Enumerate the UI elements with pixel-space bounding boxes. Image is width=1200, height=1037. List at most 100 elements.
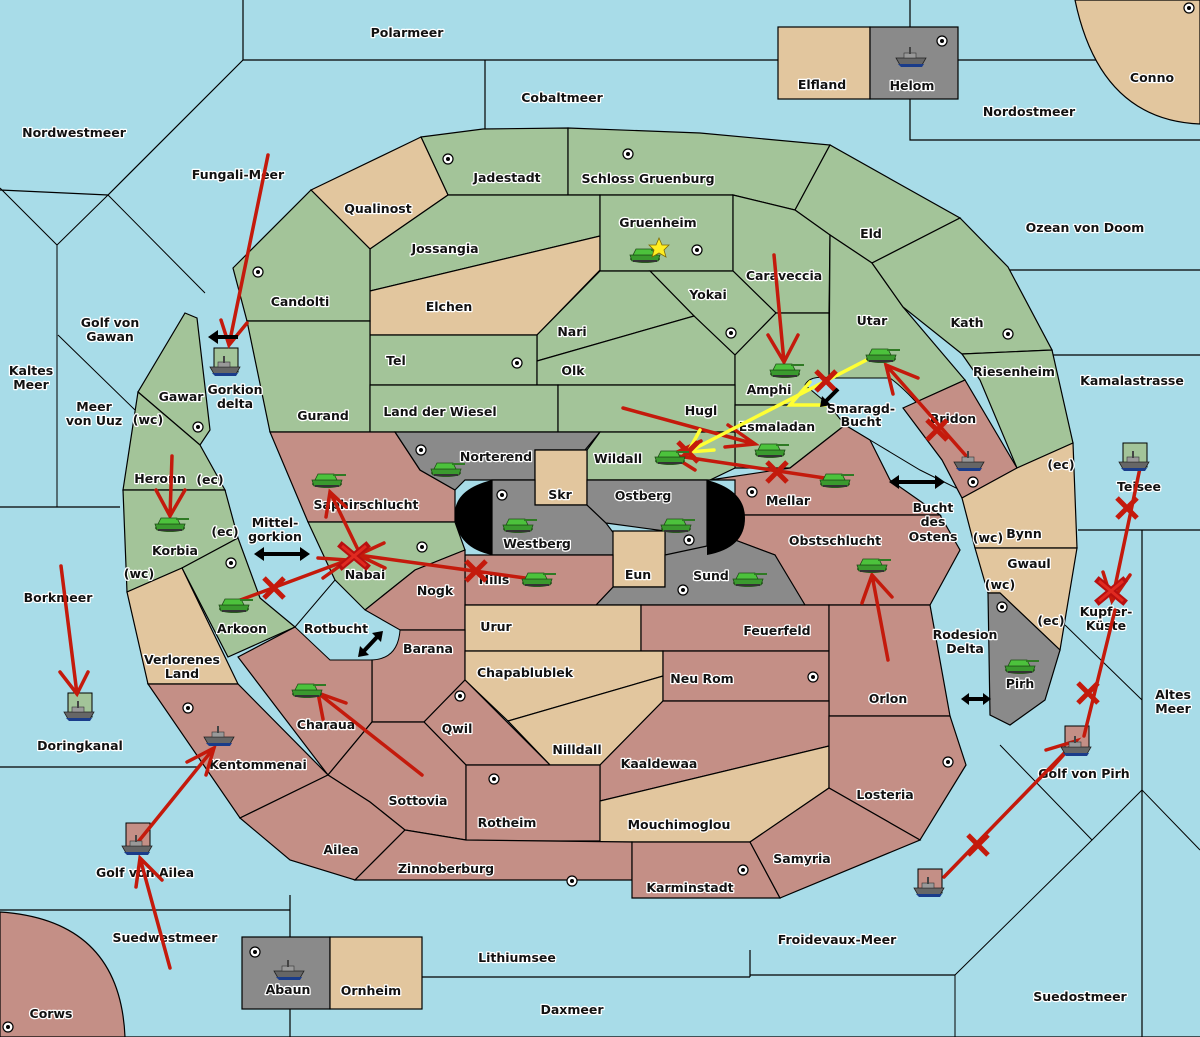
label-nogk: Nogk [417,583,454,598]
supply-center-icon [936,35,948,47]
label-lithiumsee: Lithiumsee [478,950,556,965]
label-riesenheim: Riesenheim [973,364,1055,379]
label-coast-wc: (wc) [124,566,154,581]
order-arrow [219,153,270,349]
supply-center-icon [511,357,523,369]
label-pirh: Pirh [1006,676,1035,691]
label-eun: Eun [625,567,651,582]
label-rotheim: Rotheim [478,815,537,830]
label-altes-meer-2: Meer [1155,701,1191,716]
label-obstschlucht: Obstschlucht [789,533,881,548]
label-mellar: Mellar [766,493,811,508]
label-kupfer-kueste: Kupfer- [1080,604,1133,619]
impassable-east [707,480,745,555]
label-chapablublek: Chapablublek [477,665,574,680]
label-jadestadt: Jadestadt [472,170,540,185]
label-utar: Utar [857,313,889,328]
label-suedwestmeer: Suedwestmeer [113,930,219,945]
label-jossangia: Jossangia [410,241,478,256]
order-arrow [154,454,187,520]
label-wildall: Wildall [594,451,642,466]
label-rodesion-delta: Rodesion [933,627,998,642]
label-hugl: Hugl [685,403,718,418]
province-elfland[interactable] [777,26,871,100]
label-daxmeer: Daxmeer [540,1002,604,1017]
label-polarmeer: Polarmeer [371,25,445,40]
label-kupfer-kueste-2: Küste [1086,618,1126,633]
label-golf-von-gawan-2: Gawan [86,329,134,344]
province-ornheim[interactable] [329,936,423,1010]
label-nabai: Nabai [345,567,386,582]
label-qwil: Qwil [442,721,473,736]
label-mittelgorkion: Mittel- [252,515,299,530]
label-esmaladan: Esmaladan [739,419,815,434]
province-bynn[interactable] [961,442,1078,549]
label-teisee: Teisee [1117,479,1161,494]
label-borkmeer: Borkmeer [24,590,94,605]
province-gruenheim[interactable] [599,194,734,272]
supply-center-icon [566,875,578,887]
label-rodesion-delta-2: Delta [946,641,984,656]
province-corws[interactable] [0,911,126,1037]
label-samyria: Samyria [773,851,831,866]
supply-center-icon [737,864,749,876]
supply-center-icon [691,244,703,256]
arrow-down-left-icon [820,387,840,407]
label-bucht-des-ostens: Bucht [913,500,954,515]
label-corws: Corws [30,1006,73,1021]
label-kaltes-meer: Kaltes [9,363,53,378]
double-arrow-icon [961,693,991,705]
supply-center-icon [683,534,695,546]
supply-center-icon [2,1021,14,1033]
label-westberg: Westberg [503,536,571,551]
label-suedostmeer: Suedostmeer [1033,989,1127,1004]
label-arkoon: Arkoon [217,621,267,636]
label-nari: Nari [557,324,586,339]
order-arrow [766,253,800,366]
label-qualinost: Qualinost [344,201,411,216]
supply-center-icon [1002,328,1014,340]
supply-center-icon [622,148,634,160]
label-mittelgorkion-2: gorkion [248,529,302,544]
label-mouchimoglou: Mouchimoglou [628,817,731,832]
province-losteria[interactable] [828,715,967,841]
label-verlorenes-land-2: Land [165,666,199,681]
supply-center-icon [225,557,237,569]
label-schloss-gruenburg: Schloss Gruenburg [581,171,714,186]
label-bucht-des-ostens-3: Ostens [909,529,958,544]
arrow-left-icon [208,330,238,344]
label-elfland: Elfland [798,77,846,92]
label-meer-von-uuz: Meer [76,399,112,414]
label-karminstadt: Karminstadt [646,880,733,895]
supply-center-icon [996,601,1008,613]
province-conno[interactable] [1074,0,1200,125]
province-pirh[interactable] [987,592,1061,726]
label-coast-ec: (ec) [211,524,238,539]
label-smaragd-bucht: Smaragd- [827,401,895,416]
province-samyria[interactable] [749,787,922,899]
label-caraveccia: Caraveccia [746,268,822,283]
supply-center-icon [677,584,689,596]
order-arrow [58,564,90,698]
province-arkoon[interactable] [181,537,297,658]
supply-center-icon [252,266,264,278]
label-conno: Conno [1130,70,1175,85]
supply-center-icon [807,671,819,683]
order-arrow [134,854,172,970]
label-kentommenai: Kentommenai [209,757,307,772]
order-arrow [883,362,970,460]
label-losteria: Losteria [856,787,913,802]
label-verlorenes-land: Verlorenes [144,652,220,667]
label-meer-von-uuz-2: von Uuz [66,413,122,428]
label-gwaul: Gwaul [1007,556,1050,571]
label-urur: Urur [480,619,512,634]
label-golf-von-pirh: Golf von Pirh [1038,766,1129,781]
label-ornheim: Ornheim [341,983,401,998]
supply-center-icon [725,327,737,339]
label-bucht-des-ostens-2: des [921,514,946,529]
province-mellar[interactable] [709,424,942,516]
province-gawar[interactable] [137,312,211,446]
supply-center-icon [192,421,204,433]
label-coast-ec: (ec) [196,472,223,487]
label-norterend: Norterend [460,449,532,464]
